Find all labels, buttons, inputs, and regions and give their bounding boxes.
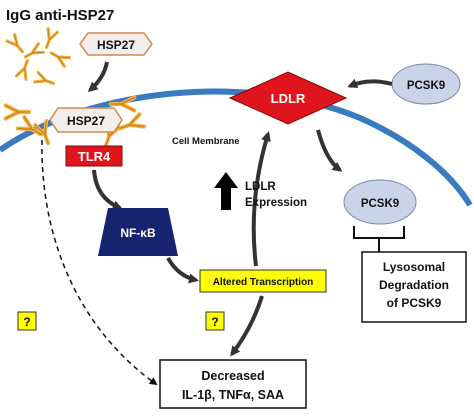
arrow-tlr4-nfkb bbox=[92, 169, 123, 210]
decreased-line2: IL-1β, TNFα, SAA bbox=[182, 388, 284, 402]
arrow-pcsk9-ldlr bbox=[347, 78, 393, 89]
diagram-title: IgG anti-HSP27 bbox=[6, 7, 114, 24]
arrow-hsp27-binding bbox=[87, 61, 109, 92]
lysosomal-line1: Lysosomal bbox=[383, 260, 445, 274]
pcsk9-top-label: PCSK9 bbox=[407, 80, 445, 92]
altered-transcription-label: Altered Transcription bbox=[213, 277, 314, 288]
pcsk9-bound-label: PCSK9 bbox=[361, 198, 399, 210]
ldlr-node: LDLR bbox=[228, 71, 348, 125]
hsp27-free-label: HSP27 bbox=[97, 38, 135, 52]
dashed-arrow-complex-decreased bbox=[41, 139, 158, 386]
lysosomal-degradation-node: Lysosomal Degradation of PCSK9 bbox=[361, 251, 467, 323]
arrow-nfkb-transcription bbox=[166, 256, 199, 284]
ldlr-expression-line1: LDLR bbox=[245, 181, 276, 193]
hsp27-free-node: HSP27 bbox=[79, 32, 153, 56]
ldlr-label: LDLR bbox=[271, 91, 306, 106]
ldlr-expression-up-icon bbox=[214, 172, 238, 210]
nfkb-node: NF-κB bbox=[98, 208, 178, 256]
question-box-mid: ? bbox=[205, 311, 225, 331]
lysosomal-line3: of PCSK9 bbox=[387, 296, 442, 310]
lysosomal-line2: Degradation bbox=[379, 278, 449, 292]
question-left-label: ? bbox=[23, 315, 30, 329]
ldlr-expression-line2: Expression bbox=[245, 197, 307, 209]
lysosome-bracket bbox=[353, 226, 405, 252]
question-mid-label: ? bbox=[211, 315, 218, 329]
question-box-left: ? bbox=[17, 311, 37, 331]
hsp27-antibody-complex: HSP27 bbox=[6, 98, 144, 150]
antibody-cluster-icon bbox=[5, 27, 72, 90]
tlr4-node: TLR4 bbox=[65, 145, 123, 167]
cell-membrane-label: Cell Membrane bbox=[172, 136, 240, 147]
pcsk9-bound-node: PCSK9 bbox=[343, 179, 417, 225]
decreased-cytokines-node: Decreased IL-1β, TNFα, SAA bbox=[159, 359, 307, 409]
arrow-ldlr-pcsk9 bbox=[316, 129, 343, 172]
arrow-transcription-decreased bbox=[230, 295, 264, 357]
decreased-line1: Decreased bbox=[201, 369, 264, 383]
altered-transcription-node: Altered Transcription bbox=[199, 269, 327, 293]
nfkb-label: NF-κB bbox=[120, 226, 156, 240]
tlr4-label: TLR4 bbox=[78, 149, 111, 164]
arrow-transcription-ldlr bbox=[251, 131, 271, 267]
hsp27-bound-label: HSP27 bbox=[67, 114, 105, 128]
pcsk9-top-node: PCSK9 bbox=[391, 63, 461, 105]
